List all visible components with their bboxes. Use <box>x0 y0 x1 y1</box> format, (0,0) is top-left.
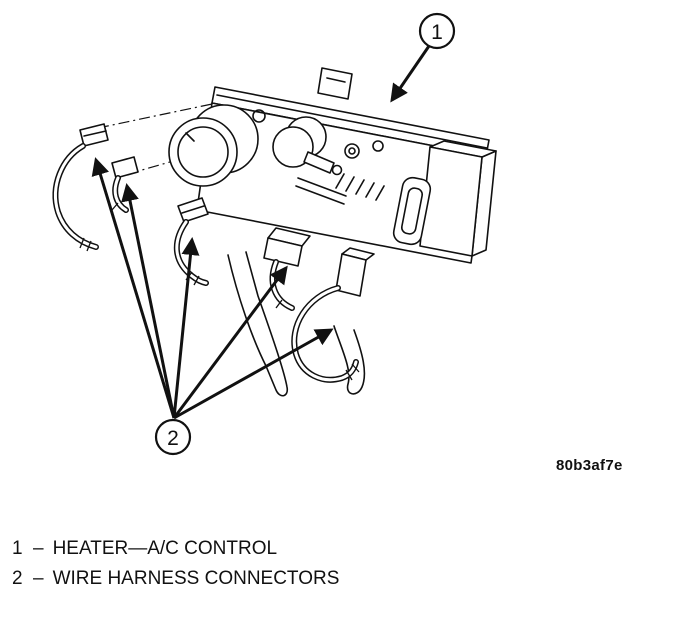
legend: 1 – HEATER—A/C CONTROL 2 – WIRE HARNESS … <box>12 538 339 598</box>
mounting-tab-detail <box>326 77 346 83</box>
connector-e <box>291 247 375 383</box>
callout-2-arrow <box>172 265 288 419</box>
switch-shaft-tip <box>331 164 343 176</box>
callout-2-arrow <box>172 237 200 419</box>
callout-2-arrow <box>173 328 334 420</box>
hatch-marks <box>335 173 385 201</box>
legend-label: HEATER—A/C CONTROL <box>52 538 278 559</box>
switch-shaft <box>303 151 335 174</box>
callout-2: 2 <box>91 157 334 456</box>
callout-2-arrow <box>91 157 176 419</box>
connector-c <box>173 197 209 286</box>
connector-b <box>111 156 139 213</box>
legend-item-wire-harness-connectors: 2 – WIRE HARNESS CONNECTORS <box>12 568 339 598</box>
heater-ac-control-unit <box>97 67 497 397</box>
panel-hole <box>344 143 360 159</box>
legend-separator: – <box>33 568 44 589</box>
knob-pointer <box>185 132 195 142</box>
legend-item-heater-ac-control: 1 – HEATER—A/C CONTROL <box>12 538 339 568</box>
unit-top-rail-line <box>216 94 488 149</box>
callout-1-arrow <box>390 45 431 103</box>
panel-hole <box>252 109 266 123</box>
callout-1-circle <box>418 12 456 50</box>
figure-code: 80b3af7e <box>556 457 623 474</box>
mounting-tab <box>317 67 353 100</box>
callout-2-arrow <box>121 183 176 419</box>
callout-2-label: 2 <box>167 427 179 450</box>
connector-a <box>52 123 109 252</box>
legend-label: WIRE HARNESS CONNECTORS <box>52 568 340 589</box>
right-block-front <box>419 146 483 257</box>
block-slot-inner <box>400 187 424 235</box>
pin <box>297 177 347 197</box>
block-slot-outer <box>392 176 432 246</box>
panel-hole <box>372 140 384 152</box>
callout-1: 1 <box>390 12 456 103</box>
callout-2-circle <box>154 418 192 456</box>
panel-hole-center <box>348 147 356 155</box>
legend-number: 2 <box>12 568 23 589</box>
knob-front <box>168 117 238 187</box>
lower-hook <box>333 325 366 395</box>
callout-1-label: 1 <box>431 21 443 44</box>
pin <box>295 185 345 205</box>
legend-number: 1 <box>12 538 23 559</box>
connector-d <box>263 227 311 311</box>
lower-bracket <box>227 251 289 397</box>
legend-separator: – <box>33 538 44 559</box>
knob-inner-ring <box>177 126 229 178</box>
switch-front <box>272 126 314 168</box>
